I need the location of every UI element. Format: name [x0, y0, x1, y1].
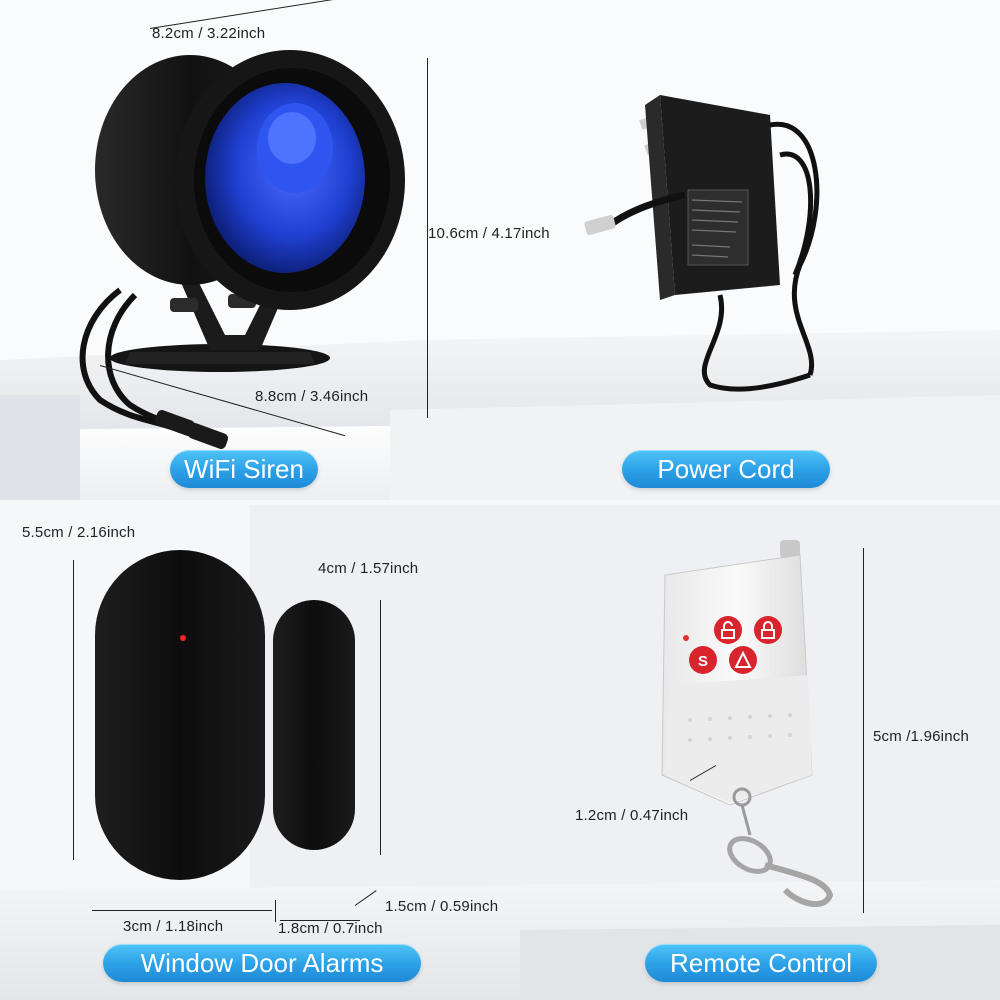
door-height-line	[73, 560, 74, 860]
door-depth-label: 1.5cm / 0.59inch	[385, 898, 499, 915]
power-cord-label: Power Cord	[622, 450, 830, 488]
siren-width-label: 8.2cm / 3.22inch	[152, 25, 266, 42]
window-door-alarm-image	[95, 550, 355, 880]
remote-height-line	[863, 548, 864, 913]
door-width-line	[92, 910, 272, 911]
magnet-height-label: 4cm / 1.57inch	[318, 560, 419, 577]
wifi-siren-image	[79, 50, 405, 449]
siren-height-label: 10.6cm / 4.17inch	[428, 225, 550, 242]
lock-icon	[754, 616, 782, 644]
sos-icon: S	[689, 646, 717, 674]
svg-text:S: S	[698, 653, 708, 670]
magnet-height-line	[380, 600, 381, 855]
power-cord-image	[584, 95, 820, 392]
siren-height-line	[427, 58, 428, 418]
door-height-label: 5.5cm / 2.16inch	[22, 524, 136, 541]
magnet-width-line	[280, 920, 360, 921]
window-door-alarms-label: Window Door Alarms	[103, 944, 421, 982]
remote-control-label: Remote Control	[645, 944, 877, 982]
magnet-width-label: 1.8cm / 0.7inch	[278, 920, 383, 937]
wifi-siren-label: WiFi Siren	[170, 450, 318, 488]
door-divider-tick	[275, 900, 276, 922]
remote-control-image: S	[661, 540, 834, 907]
remote-height-label: 5cm /1.96inch	[873, 728, 969, 745]
alarm-bell-icon	[729, 646, 757, 674]
siren-base-label: 8.8cm / 3.46inch	[255, 388, 369, 405]
door-width-label: 3cm / 1.18inch	[123, 918, 224, 935]
unlock-icon	[714, 616, 742, 644]
remote-thickness-label: 1.2cm / 0.47inch	[575, 807, 689, 824]
